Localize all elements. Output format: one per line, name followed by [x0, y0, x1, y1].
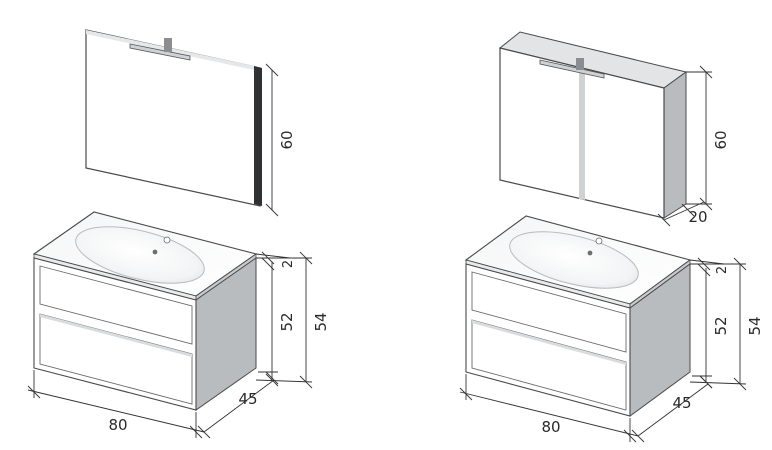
right-basin-thickness-label: 2 — [715, 266, 730, 274]
right-total-height-label: 54 — [746, 316, 764, 335]
right-drawer-top — [471, 271, 627, 353]
right-basin-top — [464, 215, 692, 309]
left-depth-dimension: 45 — [197, 371, 279, 439]
left-depth-label: 45 — [238, 390, 257, 408]
right-mirror-height-dimension: 60 — [686, 65, 730, 211]
right-total-height-dimension: 54 — [689, 257, 764, 391]
left-basin-thickness-dimension: 2 — [255, 251, 296, 271]
right-cabinet — [465, 263, 691, 417]
right-drawer-bottom — [471, 319, 627, 411]
right-cabinet-height-label: 52 — [712, 316, 730, 335]
left-mirror-height-label: 60 — [278, 130, 296, 149]
left-drawer-bottom — [39, 313, 193, 405]
left-vanity-set: 60 2 52 54 — [27, 29, 330, 439]
right-mirror-cabinet — [498, 31, 688, 219]
left-mirror — [85, 29, 262, 207]
left-width-label: 80 — [108, 416, 127, 434]
left-width-dimension: 80 — [27, 370, 205, 439]
left-mirror-height-dimension: 60 — [265, 63, 296, 217]
left-mirror-lamp — [129, 38, 191, 61]
right-basin-thickness-dimension: 2 — [689, 257, 730, 277]
left-cabinet-height-label: 52 — [278, 312, 296, 331]
right-mirror-cabinet-lamp — [539, 58, 605, 79]
right-mirror-depth-dimension: 20 — [657, 201, 708, 227]
right-cabinet-height-dimension: 52 — [699, 268, 730, 389]
left-cabinet-height-dimension: 52 — [265, 262, 296, 387]
right-vanity-set: 60 20 2 52 54 — [459, 31, 764, 443]
left-basin-top — [32, 211, 258, 301]
right-width-label: 80 — [541, 418, 560, 436]
left-total-height-dimension: 54 — [255, 251, 330, 389]
right-depth-label: 45 — [672, 394, 691, 412]
left-basin-thickness-label: 2 — [281, 260, 296, 268]
right-mirror-depth-label: 20 — [688, 208, 707, 226]
right-mirror-height-label: 60 — [712, 130, 730, 149]
left-drawer-top — [39, 265, 193, 345]
right-depth-dimension: 45 — [631, 375, 713, 443]
left-total-height-label: 54 — [312, 312, 330, 331]
right-width-dimension: 80 — [459, 374, 639, 443]
left-cabinet — [33, 257, 257, 411]
